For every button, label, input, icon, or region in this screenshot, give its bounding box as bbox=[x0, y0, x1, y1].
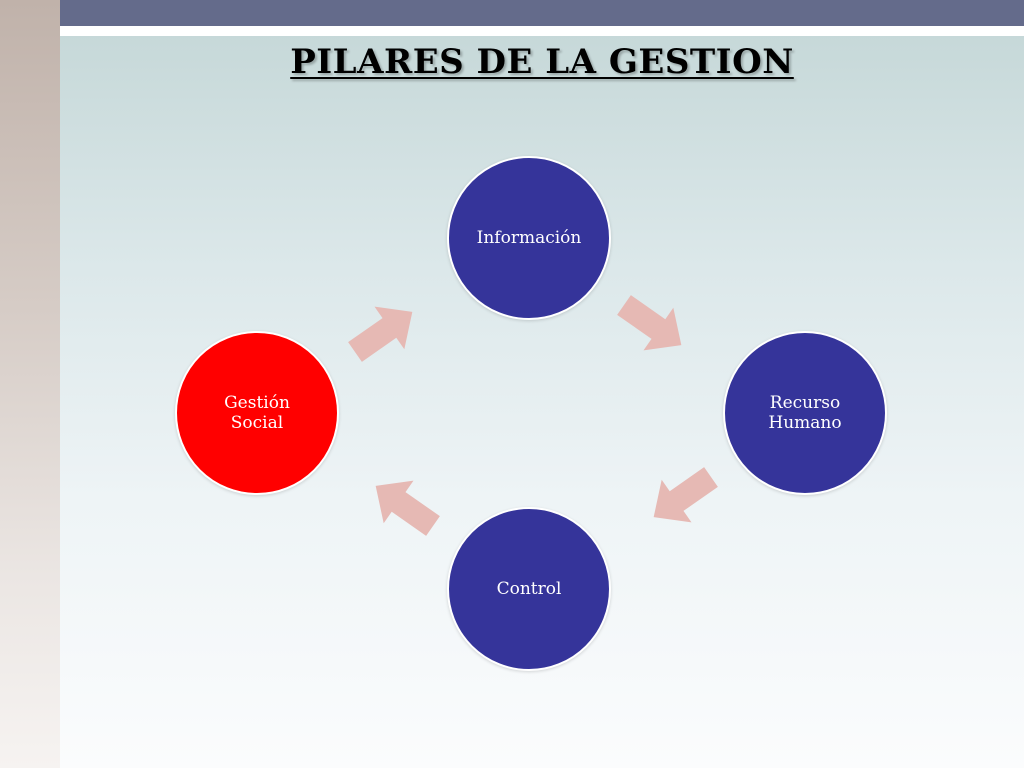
top-bar bbox=[60, 0, 1024, 26]
node-informacion: Información bbox=[447, 156, 611, 320]
node-gestion-social-label: Gestión Social bbox=[224, 393, 290, 433]
node-informacion-label: Información bbox=[476, 228, 582, 248]
side-band bbox=[0, 0, 60, 768]
node-recurso-humano: Recurso Humano bbox=[723, 331, 887, 495]
top-stripe bbox=[60, 26, 1024, 36]
arrow-recurso-to-control bbox=[653, 467, 718, 523]
arrow-informacion-to-recurso bbox=[617, 295, 682, 351]
node-control-label: Control bbox=[496, 579, 562, 599]
arrow-gestion-to-informacion bbox=[348, 306, 413, 362]
node-gestion-social: Gestión Social bbox=[175, 331, 339, 495]
page-title: PILARES DE LA GESTION bbox=[290, 42, 794, 82]
node-control: Control bbox=[447, 507, 611, 671]
node-recurso-humano-label: Recurso Humano bbox=[768, 393, 842, 433]
arrow-control-to-gestion bbox=[375, 480, 440, 536]
